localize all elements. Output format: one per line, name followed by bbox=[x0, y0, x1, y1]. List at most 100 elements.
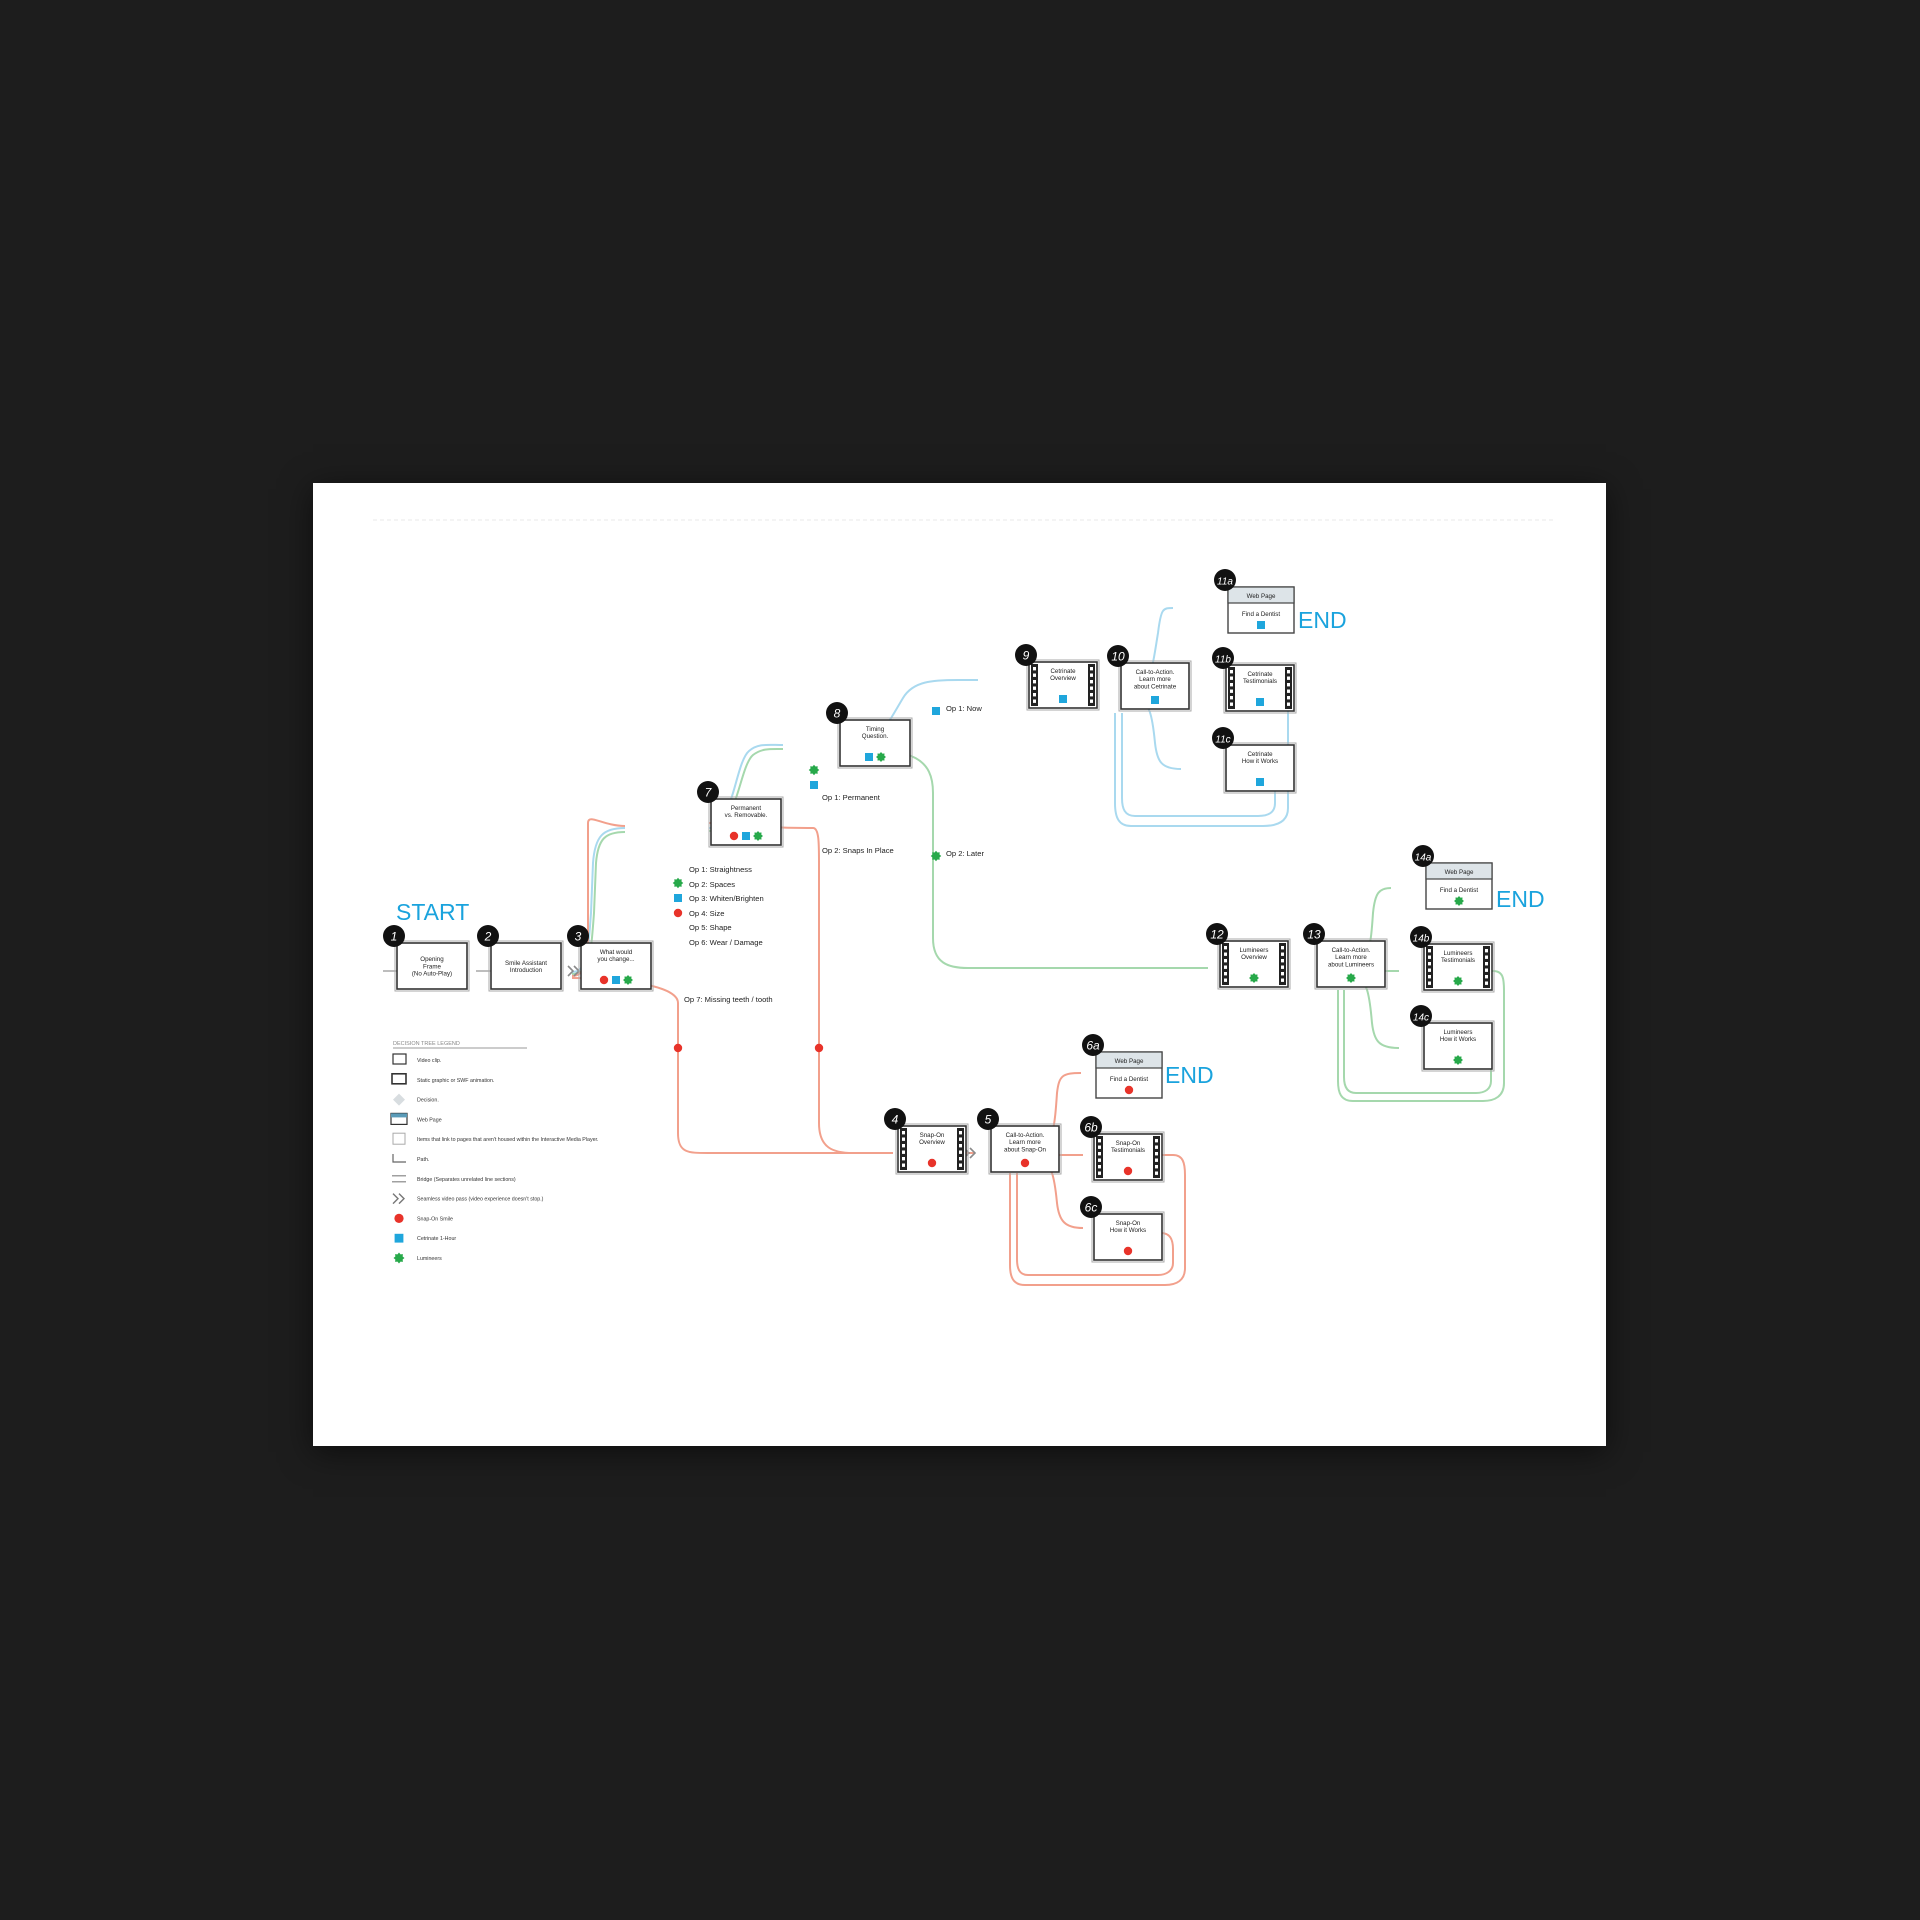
node-label-line: vs. Removable. bbox=[725, 812, 768, 819]
node-number-badge bbox=[1410, 926, 1432, 948]
option-label: Op 3: Whiten/Brighten bbox=[689, 894, 764, 903]
film-hole bbox=[959, 1157, 962, 1161]
path-loop-14b-13 bbox=[1337, 970, 1505, 1102]
film-strip bbox=[1426, 946, 1433, 988]
film-hole bbox=[1224, 965, 1227, 969]
film-strip bbox=[957, 1128, 964, 1170]
snap-on-marker bbox=[673, 908, 683, 918]
node-number: 14b bbox=[1413, 934, 1430, 945]
node-frame-outer bbox=[1421, 941, 1495, 993]
node-label-line: Find a Dentist bbox=[1242, 611, 1280, 618]
path-3-4-snapon bbox=[571, 977, 893, 1154]
film-hole bbox=[1090, 673, 1093, 677]
cetrinate-marker bbox=[1257, 621, 1265, 629]
lumineers-marker bbox=[393, 1252, 405, 1264]
snap-on-marker bbox=[673, 1043, 683, 1053]
path-icon bbox=[392, 1154, 406, 1163]
node-frame-outer bbox=[988, 1123, 1062, 1175]
node-label-line: How it Works bbox=[1440, 1036, 1476, 1043]
node-number-badge bbox=[567, 925, 589, 947]
cetrinate-marker bbox=[1059, 695, 1067, 703]
node-label-line: Frame bbox=[423, 963, 441, 970]
legend-item-label: Decision. bbox=[417, 1098, 439, 1104]
legend-item-label: Video clip. bbox=[417, 1058, 441, 1064]
node-label-line: Testimonials bbox=[1111, 1147, 1145, 1154]
film-strip bbox=[1096, 1136, 1103, 1178]
film-hole bbox=[1287, 696, 1290, 700]
film-hole bbox=[1098, 1145, 1101, 1149]
legend-item-label: Web Page bbox=[417, 1117, 442, 1123]
film-hole bbox=[959, 1144, 962, 1148]
film-hole bbox=[1224, 952, 1227, 956]
cetrinate-marker bbox=[612, 976, 620, 984]
lumineers-marker bbox=[1453, 1055, 1463, 1065]
web-page-header bbox=[1425, 862, 1493, 880]
static-graphic-box bbox=[1423, 1022, 1493, 1070]
node-label-line: Overview bbox=[1241, 954, 1267, 961]
film-hole bbox=[1098, 1158, 1101, 1162]
node-number: 5 bbox=[985, 1113, 992, 1127]
cetrinate-marker bbox=[1256, 778, 1264, 786]
node-number-badge bbox=[383, 925, 405, 947]
snap-on-marker bbox=[729, 831, 739, 841]
node-frame-outer bbox=[1223, 662, 1297, 714]
film-strip bbox=[1031, 664, 1038, 706]
node-label-line: Timing bbox=[866, 726, 885, 733]
snap-on-marker bbox=[1123, 1166, 1133, 1176]
node-number: 14c bbox=[1413, 1013, 1429, 1024]
film-strip bbox=[1279, 943, 1286, 985]
film-hole bbox=[1033, 686, 1036, 690]
node-label-line: Lumineers bbox=[1444, 1029, 1473, 1036]
lumineers-marker bbox=[1453, 976, 1463, 986]
cetrinate-marker bbox=[1256, 698, 1264, 706]
film-hole bbox=[959, 1163, 962, 1167]
node-label-line: Overview bbox=[919, 1139, 945, 1146]
film-hole bbox=[1090, 680, 1093, 684]
option-label: Op 1: Permanent bbox=[822, 793, 881, 802]
node-number: 11c bbox=[1215, 735, 1230, 746]
option-label: Op 2: Snaps In Place bbox=[822, 846, 894, 855]
film-hole bbox=[1155, 1139, 1158, 1143]
film-strip bbox=[1483, 946, 1490, 988]
legend-item-label: Lumineers bbox=[417, 1256, 442, 1262]
node-number: 7 bbox=[705, 786, 713, 800]
film-hole bbox=[1033, 667, 1036, 671]
node-number: 6b bbox=[1084, 1121, 1098, 1135]
node-number-badge bbox=[1412, 845, 1434, 867]
web-page-header bbox=[1227, 586, 1295, 604]
cetrinate-marker bbox=[742, 832, 750, 840]
legend-item-decision: Decision. bbox=[393, 1093, 439, 1106]
film-hole bbox=[1033, 693, 1036, 697]
film-hole bbox=[1287, 702, 1290, 706]
node-number: 3 bbox=[575, 930, 582, 944]
lumineers-marker bbox=[808, 764, 820, 776]
film-hole bbox=[1224, 946, 1227, 950]
node-label-line: Testimonials bbox=[1441, 957, 1475, 964]
film-hole bbox=[1428, 955, 1431, 959]
node-number-badge bbox=[1410, 1005, 1432, 1027]
legend-item-external: Items that link to pages that aren't hou… bbox=[392, 1132, 599, 1145]
node-label-line: Learn more bbox=[1335, 954, 1367, 961]
film-hole bbox=[902, 1144, 905, 1148]
film-hole bbox=[1224, 972, 1227, 976]
static-graphic-icon bbox=[391, 1072, 407, 1085]
film-hole bbox=[1155, 1158, 1158, 1162]
legend-item-label: Seamless video pass (video experience do… bbox=[417, 1197, 544, 1203]
web-page-header bbox=[1095, 1051, 1163, 1069]
lumineers-marker bbox=[672, 877, 684, 889]
node-number-badge bbox=[884, 1108, 906, 1130]
node-number-badge bbox=[1214, 569, 1236, 591]
node-frame-outer bbox=[1026, 659, 1100, 711]
static-graphic-box bbox=[490, 942, 562, 990]
node-label-line: Introduction bbox=[510, 967, 543, 974]
legend-item-lum: Lumineers bbox=[393, 1252, 442, 1264]
node-label-line: Snap-On bbox=[1116, 1220, 1141, 1227]
cetrinate-marker bbox=[865, 753, 873, 761]
node-label-line: (No Auto-Play) bbox=[412, 971, 452, 978]
node-number-badge bbox=[1212, 727, 1234, 749]
node-number-badge bbox=[1080, 1196, 1102, 1218]
seamless-chevron-icon bbox=[392, 1193, 405, 1205]
